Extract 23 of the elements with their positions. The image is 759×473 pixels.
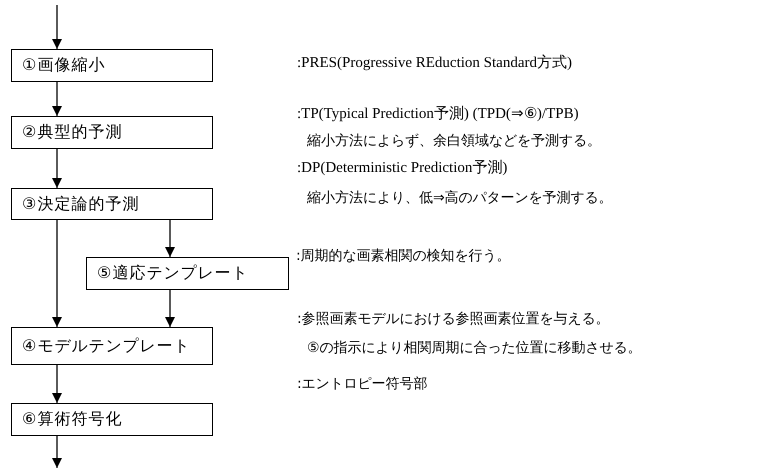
description-text: :DP(Deterministic Prediction予測) <box>297 158 508 177</box>
arrow <box>165 290 175 327</box>
process-box: ⑥算術符号化 <box>11 403 213 436</box>
description-text: :TP(Typical Prediction予測) (TPD(⇒⑥)/TPB) <box>297 104 579 123</box>
description-text: :エントロピー符号部 <box>297 375 428 393</box>
arrow <box>52 365 62 403</box>
process-box: ②典型的予測 <box>11 116 213 149</box>
process-box: ③決定論的予測 <box>11 188 213 220</box>
arrow <box>52 436 62 468</box>
process-box: ⑤適応テンプレート <box>86 257 289 290</box>
description-text: :PRES(Progressive REduction Standard方式) <box>297 53 572 72</box>
process-box: ④モデルテンプレート <box>11 327 213 365</box>
arrow <box>52 5 62 49</box>
arrow <box>165 220 175 257</box>
arrow <box>52 149 62 188</box>
description-text: :周期的な画素相関の検知を行う。 <box>296 247 511 265</box>
description-text: 縮小方法により、低⇒高のパターンを予測する。 <box>307 189 613 207</box>
description-text: ⑤の指示により相関周期に合った位置に移動させる。 <box>307 339 642 357</box>
arrow <box>52 82 62 116</box>
description-text: 縮小方法によらず、余白領域などを予測する。 <box>307 132 601 150</box>
process-box: ①画像縮小 <box>11 49 213 82</box>
arrow <box>52 220 62 327</box>
description-text: :参照画素モデルにおける参照画素位置を与える。 <box>297 310 610 328</box>
